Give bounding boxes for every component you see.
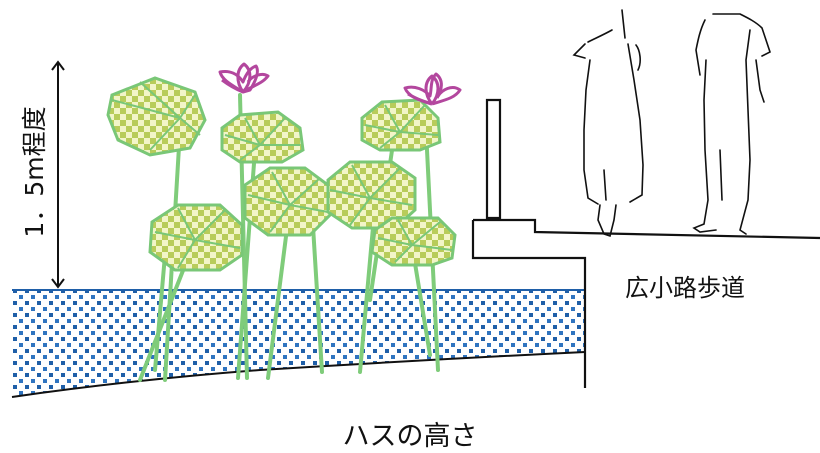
parapet-post [485, 98, 502, 220]
pond [11, 289, 586, 398]
lotus-flowers [218, 62, 462, 106]
lotus-leaf [220, 110, 305, 164]
lotus-leaf [360, 98, 442, 152]
pedestrian-woman [572, 9, 644, 238]
lotus-leaf [326, 160, 417, 230]
pedestrians [572, 9, 771, 238]
sidewalk-wall [471, 98, 820, 388]
lotus-flower [218, 62, 270, 94]
sidewalk-label: 広小路歩道 [625, 274, 745, 302]
wall-outline [471, 218, 820, 388]
lotus-leaves [106, 76, 457, 272]
lotus-flower [403, 72, 462, 106]
height-dimension [51, 60, 65, 289]
height-label: 1．5m程度 [20, 106, 49, 238]
lotus-leaf [243, 166, 332, 237]
water-body [12, 290, 585, 397]
diagram-title: ハスの高さ [342, 421, 478, 452]
pedestrian-man [692, 13, 771, 235]
lotus-leaf [370, 216, 457, 267]
lotus-leaf [106, 76, 207, 157]
lotus-leaf [148, 203, 244, 272]
